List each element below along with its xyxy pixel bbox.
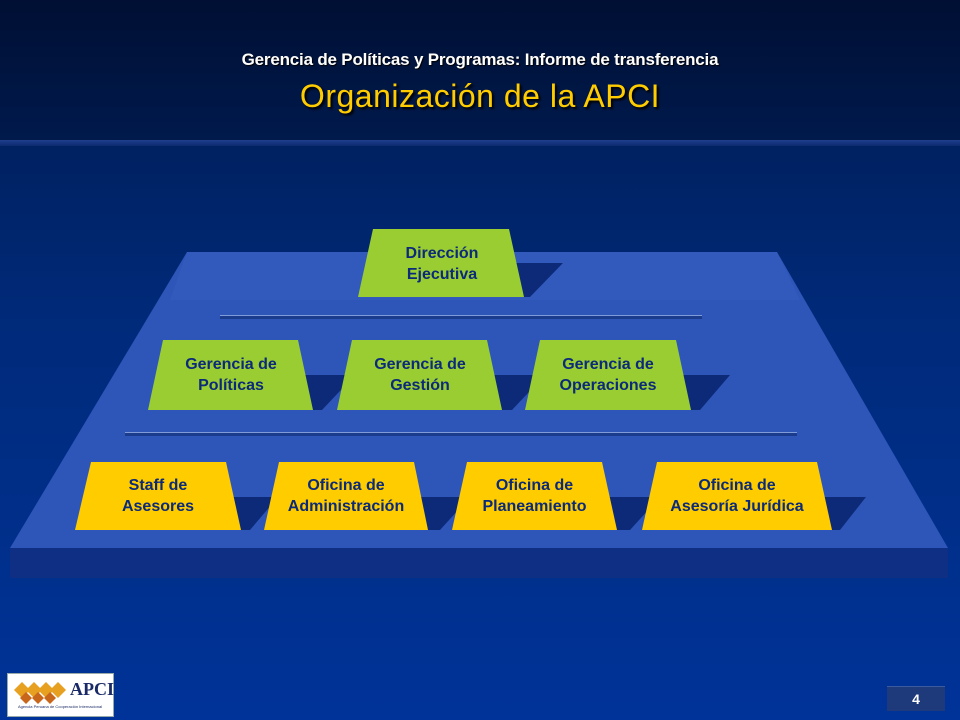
label-gerencia-operaciones: Gerencia de Operaciones bbox=[527, 347, 689, 403]
label-oficina-planeamiento: Oficina de Planeamiento bbox=[454, 468, 615, 524]
label-line1: Staff de bbox=[128, 477, 188, 494]
box-oficina-asesoria-juridica[interactable] bbox=[642, 462, 832, 530]
divider-line-lower-highlight bbox=[125, 432, 797, 433]
divider-line-upper-highlight bbox=[220, 315, 702, 316]
label-oficina-asesoria-juridica: Oficina de Asesoría Jurídica bbox=[644, 468, 830, 524]
label-line2: Operaciones bbox=[559, 377, 657, 394]
label-line1: Dirección bbox=[405, 245, 479, 262]
logo-tagline: Agencia Peruana de Cooperación Internaci… bbox=[18, 704, 103, 709]
label-staff-asesores: Staff de Asesores bbox=[77, 468, 239, 524]
divider-line-lower bbox=[125, 432, 797, 436]
label-line1: Gerencia de bbox=[185, 356, 277, 373]
slide-title: Organización de la APCI bbox=[299, 78, 661, 114]
label-line2: Asesoría Jurídica bbox=[670, 498, 804, 515]
divider-line-upper bbox=[220, 315, 702, 319]
box-staff-asesores[interactable] bbox=[75, 462, 241, 530]
box-gerencia-gestion[interactable] bbox=[337, 340, 502, 410]
label-line1: Oficina de bbox=[698, 477, 776, 494]
platform-front bbox=[10, 548, 948, 578]
label-line1: Oficina de bbox=[495, 477, 574, 494]
label-gerencia-gestion: Gerencia de Gestión bbox=[339, 347, 501, 403]
slide-subtitle: Gerencia de Políticas y Programas: Infor… bbox=[241, 50, 719, 69]
label-line2: Ejecutiva bbox=[406, 266, 478, 283]
logo-emblem-icon bbox=[14, 682, 66, 704]
label-line1: Gerencia de bbox=[374, 356, 466, 373]
box-direccion-ejecutiva[interactable] bbox=[358, 229, 524, 297]
label-gerencia-politicas: Gerencia de Políticas bbox=[150, 347, 312, 403]
apci-logo: APCI Agencia Peruana de Cooperación Inte… bbox=[7, 673, 114, 717]
label-line2: Administración bbox=[287, 498, 405, 515]
label-oficina-administracion: Oficina de Administración bbox=[266, 468, 426, 524]
label-line1: Gerencia de bbox=[562, 356, 654, 373]
box-gerencia-operaciones[interactable] bbox=[525, 340, 691, 410]
label-line2: Políticas bbox=[198, 377, 264, 394]
label-line2: Planeamiento bbox=[482, 498, 587, 515]
logo-name: APCI bbox=[70, 679, 114, 699]
page-number: 4 bbox=[887, 686, 945, 711]
header-band bbox=[0, 0, 960, 142]
box-oficina-planeamiento[interactable] bbox=[452, 462, 617, 530]
label-line1: Oficina de bbox=[307, 477, 385, 494]
label-line2: Asesores bbox=[121, 498, 195, 515]
box-oficina-administracion[interactable] bbox=[264, 462, 428, 530]
header-divider bbox=[0, 140, 960, 146]
box-gerencia-politicas[interactable] bbox=[148, 340, 313, 410]
label-line2: Gestión bbox=[390, 377, 450, 394]
